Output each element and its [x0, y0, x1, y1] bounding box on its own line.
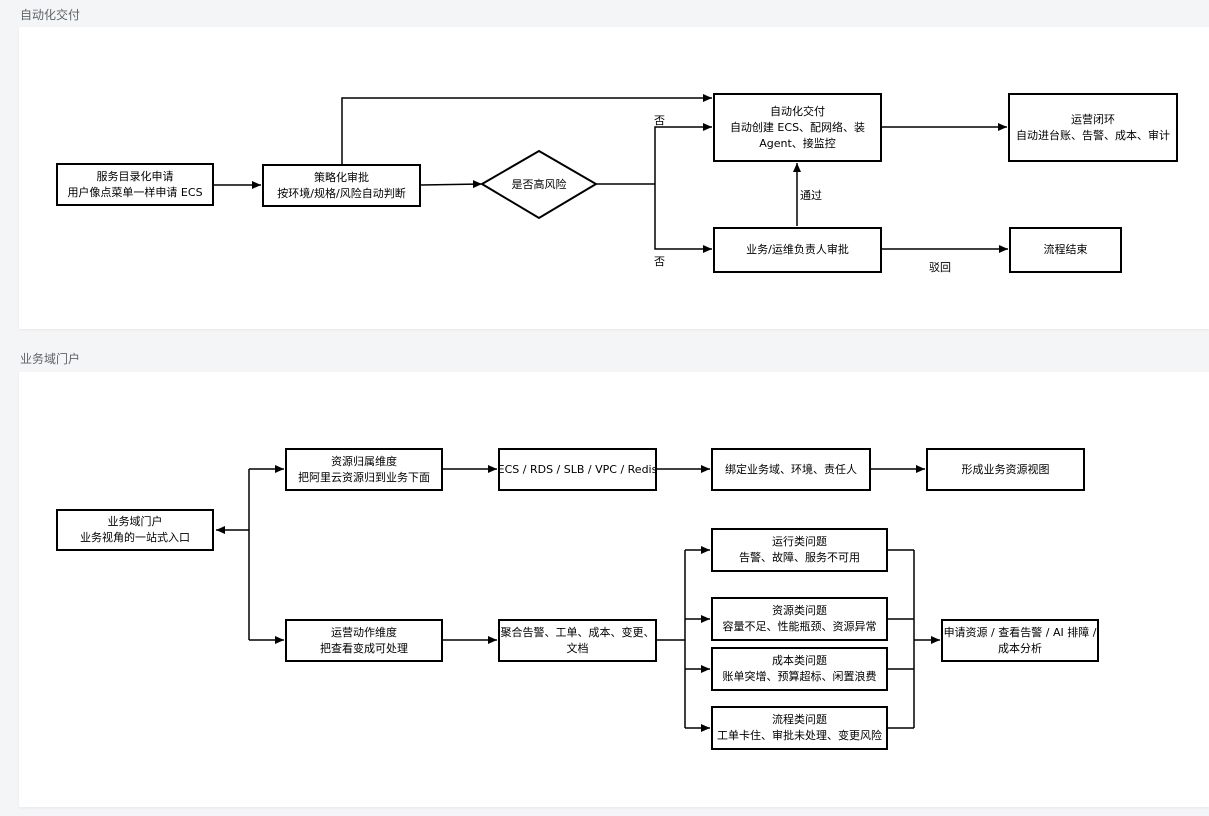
node-resource-types-title: ECS / RDS / SLB / VPC / Redis	[497, 462, 658, 476]
node-aggregate-desc: 文档	[566, 641, 589, 655]
portal-panel	[19, 372, 1209, 807]
edge-label-no-top: 否	[654, 114, 665, 127]
node-policy-desc: 按环境/规格/风险自动判断	[277, 186, 406, 200]
node-portal-desc: 业务视角的一站式入口	[80, 531, 190, 544]
delivery-panel	[19, 27, 1209, 329]
node-ops-title: 运营闭环	[1071, 112, 1115, 126]
node-auto-desc1: 自动创建 ECS、配网络、装	[729, 120, 866, 134]
node-actions: 申请资源 / 查看告警 / AI 排障 / 成本分析	[941, 619, 1099, 662]
edge-label-reject: 驳回	[929, 261, 951, 274]
node-resource-dim: 资源归属维度 把阿里云资源归到业务下面	[285, 448, 443, 491]
node-flow-issue: 流程类问题 工单卡住、审批未处理、变更风险	[711, 706, 888, 750]
node-action-dim-desc: 把查看变成可处理	[320, 641, 408, 655]
node-cost-issue-desc: 账单突增、预算超标、闲置浪费	[722, 670, 877, 683]
node-bind-title: 绑定业务域、环境、责任人	[725, 462, 857, 476]
node-action-dim: 运营动作维度 把查看变成可处理	[285, 619, 443, 662]
node-cost-issue-title: 成本类问题	[772, 654, 827, 667]
node-resource-dim-desc: 把阿里云资源归到业务下面	[298, 470, 430, 484]
edge-label-pass: 通过	[800, 189, 822, 202]
node-resource-dim-title: 资源归属维度	[331, 454, 397, 468]
node-catalog-desc: 用户像点菜单一样申请 ECS	[67, 185, 203, 199]
edge-label-no-bottom: 否	[654, 255, 665, 268]
node-aggregate-title: 聚合告警、工单、成本、变更、	[500, 625, 655, 639]
node-portal: 业务域门户 业务视角的一站式入口	[56, 509, 214, 551]
edge-risk-approve	[654, 184, 712, 253]
edge-risk-auto	[654, 123, 712, 184]
node-resource-types: ECS / RDS / SLB / VPC / Redis	[498, 448, 657, 491]
node-policy: 策略化审批 按环境/规格/风险自动判断	[262, 164, 421, 207]
node-ops-desc: 自动进台账、告警、成本、审计	[1016, 128, 1170, 142]
node-view: 形成业务资源视图	[926, 448, 1085, 491]
node-res-issue-desc: 容量不足、性能瓶颈、资源异常	[722, 620, 877, 633]
node-approve: 业务/运维负责人审批	[713, 227, 882, 273]
node-end-title: 流程结束	[1043, 243, 1088, 256]
node-actions-desc: 成本分析	[998, 641, 1042, 655]
node-flow-issue-desc: 工单卡住、审批未处理、变更风险	[717, 729, 882, 742]
node-cost-issue: 成本类问题 账单突增、预算超标、闲置浪费	[711, 647, 888, 691]
node-aggregate: 聚合告警、工单、成本、变更、 文档	[498, 619, 657, 662]
section-title-portal: 业务域门户	[20, 352, 81, 366]
node-auto: 自动化交付 自动创建 ECS、配网络、装 Agent、接监控	[713, 93, 882, 162]
node-catalog: 服务目录化申请 用户像点菜单一样申请 ECS	[56, 163, 214, 206]
node-policy-title: 策略化审批	[314, 170, 369, 184]
edge-policy-risk	[420, 180, 483, 189]
node-ops: 运营闭环 自动进台账、告警、成本、审计	[1008, 93, 1178, 162]
node-portal-title: 业务域门户	[107, 515, 163, 528]
node-run-issue-title: 运行类问题	[772, 535, 827, 548]
edge-policy-auto	[341, 94, 712, 164]
node-auto-desc2: Agent、接监控	[759, 136, 836, 150]
node-run-issue-desc: 告警、故障、服务不可用	[739, 551, 860, 564]
node-actions-title: 申请资源 / 查看告警 / AI 排障 /	[943, 625, 1097, 639]
node-bind: 绑定业务域、环境、责任人	[711, 448, 871, 491]
node-auto-title: 自动化交付	[770, 104, 825, 118]
node-risk-label: 是否高风险	[511, 178, 567, 191]
node-view-title: 形成业务资源视图	[961, 462, 1050, 476]
node-catalog-title: 服务目录化申请	[96, 169, 174, 183]
section-title-delivery: 自动化交付	[20, 8, 81, 22]
node-flow-issue-title: 流程类问题	[772, 713, 827, 726]
node-res-issue-title: 资源类问题	[772, 604, 827, 617]
risk-diamond	[480, 149, 598, 220]
node-end: 流程结束	[1009, 227, 1122, 273]
node-run-issue: 运行类问题 告警、故障、服务不可用	[711, 528, 888, 572]
node-action-dim-title: 运营动作维度	[331, 625, 397, 639]
node-res-issue: 资源类问题 容量不足、性能瓶颈、资源异常	[711, 597, 888, 641]
node-approve-title: 业务/运维负责人审批	[746, 243, 849, 256]
